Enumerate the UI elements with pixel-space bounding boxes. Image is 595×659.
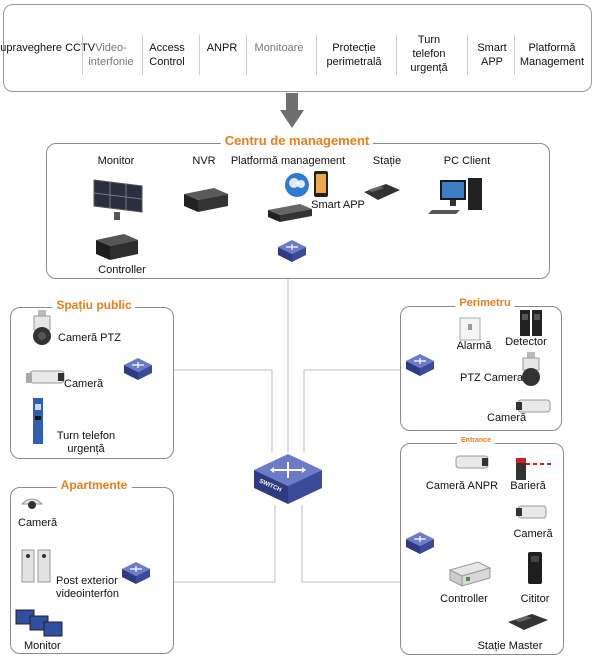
controller-icon	[96, 234, 138, 260]
central-switch-icon	[254, 454, 322, 504]
apartment-camera-label: Cameră	[18, 517, 58, 529]
entrance-switch-icon	[406, 532, 434, 554]
perimeter-camera-label: Cameră	[487, 412, 527, 424]
entrance-controller-label: Controller	[440, 593, 488, 605]
management-station-label: Stație	[372, 155, 402, 167]
perimeter-detector-label: Detector	[505, 336, 547, 348]
divider	[467, 35, 468, 75]
alarm-panel-icon	[459, 317, 481, 341]
entrance-master-label: Stație Master	[477, 640, 543, 652]
down-arrow-icon	[280, 93, 304, 128]
entrance-anpr-label: Cameră ANPR	[425, 480, 499, 492]
management-platform-label: Platformă management	[230, 155, 346, 167]
entrance-barrier-label: Barieră	[510, 480, 546, 492]
apartments-title: Apartmente	[56, 478, 132, 492]
video-wall-icon	[93, 179, 143, 220]
apartment-monitor-label: Monitor	[24, 640, 61, 652]
divider	[246, 35, 247, 75]
access-controller-icon	[448, 561, 492, 587]
management-server-icon	[268, 204, 312, 222]
management-controller-label: Controller	[98, 264, 146, 276]
apartment-switch-icon	[122, 562, 150, 584]
divider	[316, 35, 317, 75]
entrance-reader-label: Cititor	[520, 593, 550, 605]
barrier-icon	[516, 458, 554, 480]
anpr-camera-icon	[455, 455, 489, 469]
divider	[396, 35, 397, 75]
divider	[82, 35, 83, 75]
desk-station-icon	[364, 184, 400, 200]
divider	[142, 35, 143, 75]
management-pc-client-label: PC Client	[443, 155, 491, 167]
entrance-title: Entrance	[457, 437, 495, 444]
management-nvr-label: NVR	[192, 155, 216, 167]
public-space-title: Spațiu public	[52, 298, 136, 312]
apartment-outdoor-label: Post exterior videointerfon	[56, 575, 119, 600]
card-reader-icon	[528, 552, 542, 584]
category-bar: Supraveghere CCTV Video-interfonie Acces…	[0, 4, 592, 92]
entrance-camera-icon	[516, 505, 547, 519]
management-switch-icon	[278, 240, 306, 262]
public-camera-label: Cameră	[64, 378, 104, 390]
category-anpr: ANPR	[206, 42, 238, 54]
master-station-icon	[508, 614, 548, 630]
ptz-camera-icon	[33, 310, 51, 345]
nvr-icon	[184, 188, 228, 212]
category-emergency-tower: Turn telefon urgență	[410, 34, 448, 74]
entrance-camera-label: Cameră	[513, 528, 553, 540]
management-title: Centru de management	[220, 133, 374, 148]
category-video-intercom: Video-interfonie	[88, 42, 134, 68]
indoor-monitor-icon	[15, 609, 63, 637]
perimeter-alarm-label: Alarmă	[456, 340, 492, 352]
category-perimeter: Protecție perimetrală	[326, 42, 382, 68]
divider	[199, 35, 200, 75]
outdoor-station-icon	[21, 549, 51, 583]
perimeter-ptz-icon	[522, 352, 540, 386]
perimeter-title: Perimetru	[455, 297, 515, 309]
public-ptz-label: Cameră PTZ	[58, 332, 121, 344]
category-platform: Platformă Management	[519, 42, 585, 68]
beam-detector-icon	[520, 310, 542, 336]
emergency-tower-icon	[33, 398, 43, 444]
perimeter-ptz-label: PTZ Camera	[460, 372, 523, 384]
management-monitor-label: Monitor	[97, 155, 135, 167]
perimeter-switch-icon	[406, 354, 434, 376]
category-access-control: Access Control	[149, 42, 185, 68]
category-monitors: Monitoare	[254, 42, 304, 54]
bullet-camera-icon	[26, 370, 65, 384]
category-cctv: Supraveghere CCTV	[0, 42, 96, 54]
management-smart-app-label: Smart APP	[311, 199, 365, 211]
pc-client-icon	[428, 178, 482, 214]
perimeter-camera-icon	[516, 399, 551, 413]
cloud-platform-icon	[285, 173, 309, 197]
dome-camera-icon	[20, 498, 44, 509]
divider	[514, 35, 515, 75]
public-tower-label: Turn telefon urgență	[56, 430, 116, 455]
public-switch-icon	[124, 358, 152, 380]
smartphone-icon	[314, 171, 328, 197]
category-smart-app: Smart APP	[477, 42, 507, 68]
